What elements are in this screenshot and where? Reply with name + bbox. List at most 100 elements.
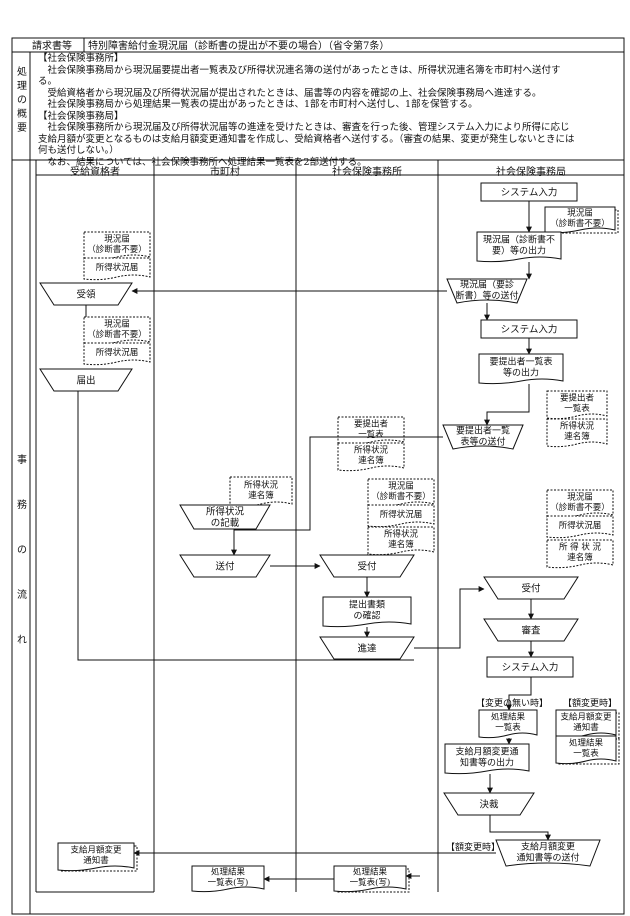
send-list-text: 表等の送付 (460, 436, 505, 448)
submit-text: 届出 (76, 374, 95, 386)
label-change-label: 【額変更時】 (563, 697, 617, 709)
doc-shotoku-b-document: 所得状況連名簿 (337, 442, 405, 472)
doc-result-1-text: 処理結果 (491, 712, 526, 723)
doc-genkyo-2-document: 現況届（診断書不要） (83, 231, 151, 261)
doc-genkyo-3-text: （診断書不要） (87, 329, 147, 340)
doc-genkyo-1-text: 現況届 (567, 209, 593, 219)
output-genkyo-text: 現況届（診断書不 (483, 234, 555, 246)
doc-shotoku-a-text: 所得状況 (560, 421, 595, 432)
summary-text: 【社会保険事務所】 社会保険事務局から現況届要提出者一覧表及び所得状況連名簿の送… (38, 53, 623, 168)
send-muni-text: 送付 (215, 560, 235, 572)
doc-shotoku-a-document: 所得状況連名簿 (546, 418, 608, 448)
doc-notice-1-text: 支給月額変更 (560, 712, 612, 723)
label-nochange-label: 【変更の無い時】 (476, 697, 548, 709)
flow-connector (506, 677, 532, 711)
doc-genkyo-4-document: 現況届（診断書不要） (367, 478, 435, 508)
summary-side-label: 処理の概要 (17, 67, 27, 134)
doc-genkyo-4-text: 現況届 (388, 482, 414, 492)
doc-result-2-text: 処理結果 (569, 738, 604, 749)
doc-notice-final-text: 支給月額変更 (70, 845, 122, 856)
flow-connector (77, 390, 414, 661)
doc-list-a-text: 要提出者 (560, 393, 595, 404)
flow-connector (489, 815, 551, 841)
doc-notice-final-document: 支給月額変更通知書 (57, 842, 138, 872)
review-text: 審査 (521, 624, 541, 636)
sys-input-3-process: システム入力 (486, 656, 574, 678)
output-genkyo-text: 要）等の出力 (492, 245, 546, 257)
doc-list-b-document: 要提出者一覧表 (337, 416, 405, 446)
doc-genkyo-5-document: 現況届（診断書不要） (546, 489, 614, 519)
send-genkyo-text: 現況届（要診 (460, 279, 514, 291)
doc-shotoku-c-text: 所得状況 (244, 480, 279, 491)
decision-operation: 決裁 (443, 792, 535, 816)
summary-line: 受給資格者から現況届及び所得状況届が提出されたときは、届書等の内容を確認の上、社… (38, 87, 542, 99)
doc-shotoku-d-text: 連名簿 (388, 539, 414, 550)
fill-shotoku-text: の記載 (211, 517, 240, 529)
check-text: の確認 (353, 610, 380, 622)
summary-line: 支給月額が変更となるものは支給月額変更通知書を作成し、受給資格者へ送付する。（審… (38, 133, 575, 145)
fill-shotoku-text: 所得状況 (206, 506, 245, 518)
doc-result-muni-text: 一覧表(写) (208, 877, 249, 888)
doc-result-1-text: 一覧表 (495, 722, 521, 733)
sys-input-2-process: システム入力 (480, 319, 578, 339)
doc-result-2-text: 一覧表 (573, 748, 599, 759)
output-genkyo-document: 現況届（診断書不要）等の出力 (476, 231, 562, 263)
doc-result-1-document: 処理結果一覧表 (478, 709, 538, 739)
summary-line: 何も送付しない。） (38, 145, 119, 156)
doc-list-b-text: 要提出者 (354, 419, 389, 430)
doc-list-a-text: 一覧表 (564, 403, 590, 414)
doc-shotokutodoke-2-text: 所得状況届 (96, 262, 139, 273)
doc-shotoku-d-document: 所得状況連名簿 (367, 526, 435, 556)
output-notice-text: 支給月額変更通 (455, 746, 518, 758)
forward-text: 進達 (357, 642, 377, 654)
flow-connector (484, 384, 530, 426)
forward-operation: 進達 (319, 636, 415, 660)
doc-genkyo-3-document: 現況届（診断書不要） (83, 316, 151, 346)
doc-genkyo-4-text: （診断書不要） (371, 491, 431, 502)
doc-genkyo-1-text: （診断書不要） (550, 218, 610, 229)
doc-notice-1-document: 支給月額変更通知書 (555, 709, 620, 739)
header-label: 請求書等 (32, 41, 72, 52)
send-muni-operation: 送付 (179, 554, 271, 578)
summary-line: 社会保険事務局から現況届要提出者一覧表及び所得状況連名簿の送付があったときは、所… (38, 64, 561, 76)
summary-line: 社会保険事務所から現況届及び所得状況届等の進達を受けたときは、審査を行った後、管… (38, 122, 570, 133)
sys-input-2-text: システム入力 (501, 323, 558, 335)
doc-result-office-text: 一覧表(写) (350, 877, 391, 888)
lane-recipient: 受給資格者 (70, 167, 120, 178)
flow-connector (296, 436, 443, 531)
recv-bureau-text: 受付 (521, 582, 541, 594)
doc-result-muni-document: 処理結果一覧表(写) (191, 865, 265, 893)
recv-office-operation: 受付 (319, 554, 415, 578)
doc-shotokutodoke-4-text: 所得状況届 (380, 509, 423, 520)
submit-operation: 届出 (39, 368, 133, 392)
doc-shotoku-e-document: 所 得 状 況連名簿 (546, 539, 614, 569)
summary-line: 【社会保険事務所】 (38, 53, 124, 64)
summary-line: なお、結果については、社会保険事務所へ処理結果一覧表を2部送付する。 (38, 156, 367, 168)
doc-shotoku-e-text: 所 得 状 況 (559, 542, 602, 553)
lane-municipality: 市町村 (210, 167, 240, 178)
send-notice-text: 支給月額変更 (521, 841, 575, 853)
doc-notice-1-text: 通知書 (573, 722, 599, 733)
doc-shotokutodoke-2-document: 所得状況届 (83, 257, 151, 281)
doc-shotoku-a-text: 連名簿 (564, 431, 590, 442)
doc-list-a-document: 要提出者一覧表 (546, 390, 608, 420)
sys-input-1-process: システム入力 (480, 182, 578, 202)
output-list-text: 等の出力 (503, 367, 539, 379)
header-value: 特別障害給付金現況届（診断書の提出が不要の場合）（省令第7条） (88, 41, 390, 52)
label-change-2-label: 【額変更時】 (446, 841, 500, 853)
doc-shotoku-c-text: 連名簿 (248, 490, 274, 501)
doc-result-2-document: 処理結果一覧表 (555, 735, 620, 765)
doc-genkyo-2-text: 現況届 (104, 235, 130, 245)
summary-line: る。 (38, 76, 58, 87)
check-text: 提出書類 (349, 599, 385, 611)
recv-1-text: 受領 (76, 288, 96, 300)
sys-input-1-text: システム入力 (501, 186, 558, 198)
